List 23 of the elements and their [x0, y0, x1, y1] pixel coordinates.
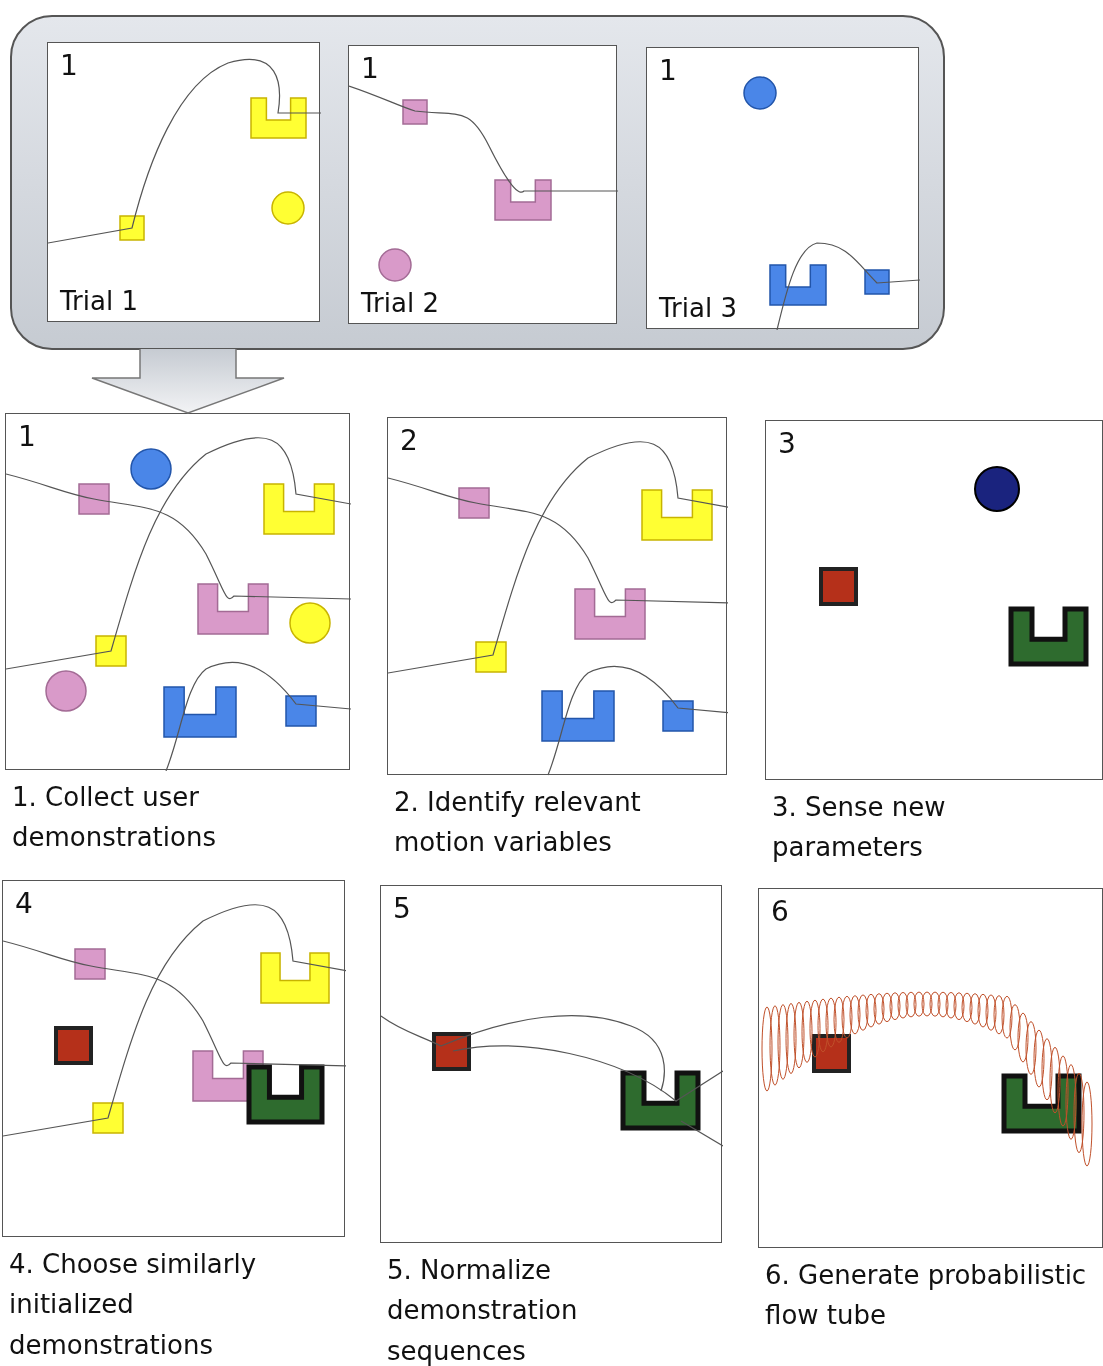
- scene-panel: [348, 45, 617, 324]
- panel-number: 5: [393, 892, 411, 926]
- step-caption: 3. Sense new parameters: [772, 791, 947, 865]
- panel-number: 1: [361, 52, 379, 86]
- scene-panel: [47, 42, 320, 322]
- panel-number: 4: [15, 887, 33, 921]
- block-arrow: [91, 348, 285, 414]
- trial-label: Trial 3: [659, 292, 737, 324]
- step-caption: 5. Normalize demonstration sequences: [387, 1254, 579, 1366]
- scene-panel: [646, 47, 919, 329]
- step-caption: 2. Identify relevant motion variables: [394, 786, 642, 860]
- step-caption: 6. Generate probabilistic flow tube: [765, 1259, 1088, 1333]
- step-caption: 1. Collect user demonstrations: [12, 781, 217, 855]
- panel-number: 3: [778, 427, 796, 461]
- panel-number: 2: [400, 424, 418, 458]
- step-caption: 4. Choose similarly initialized demonstrations: [9, 1248, 258, 1362]
- panel-number: 6: [771, 895, 789, 929]
- panel-number: 1: [659, 54, 677, 88]
- trial-label: Trial 2: [361, 287, 439, 319]
- panel-number: 1: [18, 420, 36, 454]
- trials-container: [10, 15, 945, 350]
- panel-number: 1: [60, 49, 78, 83]
- trial-label: Trial 1: [60, 285, 138, 317]
